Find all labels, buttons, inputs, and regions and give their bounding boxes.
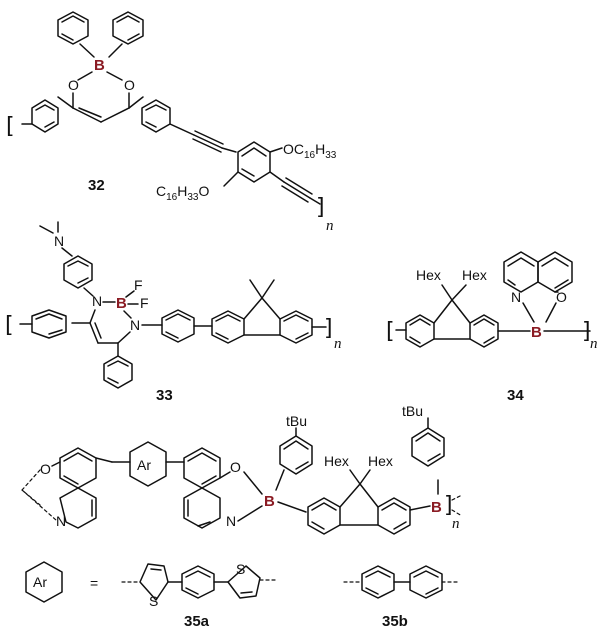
boron-atom: B <box>94 57 105 74</box>
oxygen-atom: O <box>124 77 135 93</box>
aminophenyl-ring <box>63 255 93 289</box>
bracket-left: [ <box>6 114 15 139</box>
quinoline-unit <box>503 251 573 293</box>
compound-35: O N Ar N O B <box>21 403 463 535</box>
boron-atom: B <box>116 295 127 312</box>
ar-symbol: Ar <box>137 457 151 473</box>
hexyl-group: Hex <box>416 267 441 283</box>
ar-hexagon <box>129 441 167 487</box>
option-35b <box>343 565 461 599</box>
tert-butyl-group: tBu <box>286 413 307 429</box>
sulfur-atom: S <box>149 593 158 609</box>
compound-label-33: 33 <box>156 387 173 404</box>
nitrogen-atom: N <box>56 513 66 529</box>
ar-definition: Ar = S S 35a <box>25 561 461 630</box>
c16h33o-group: C16H33O <box>156 183 210 203</box>
compound-label-35a: 35a <box>184 613 210 630</box>
sulfur-atom: S <box>236 561 245 577</box>
compound-label-32: 32 <box>88 177 105 194</box>
quinoline-unit <box>183 447 221 529</box>
bracket-left: [ <box>5 313 14 338</box>
phenylene-ring <box>181 565 215 599</box>
phenyl-ring <box>57 11 89 45</box>
bracket-right: ] <box>316 195 325 220</box>
hexyl-group: Hex <box>324 453 349 469</box>
phenyl-ring <box>103 355 133 389</box>
phenylene-ring <box>409 565 443 599</box>
fluorene-unit <box>405 299 499 348</box>
fluorine-atom: F <box>134 277 143 293</box>
bracket-right: ] <box>324 316 333 341</box>
repeat-index: n <box>334 336 342 352</box>
nitrogen-atom: N <box>92 293 102 309</box>
compound-34: [ Hex Hex B ] n N O <box>386 251 598 404</box>
phenyl-ring <box>112 11 144 45</box>
phenylene-ring <box>361 565 395 599</box>
tbu-phenyl-ring <box>411 427 445 467</box>
nitrogen-atom: N <box>511 289 521 305</box>
oxygen-atom: O <box>556 289 567 305</box>
repeat-index: n <box>590 336 598 352</box>
oxygen-atom: O <box>40 461 51 477</box>
oxygen-atom: O <box>68 77 79 93</box>
phenylene-ring <box>141 99 171 133</box>
compound-label-35b: 35b <box>382 613 408 630</box>
compound-32: B O O [ <box>6 11 337 234</box>
bracket-right: ] <box>444 493 453 518</box>
dialkoxybenzene-ring <box>237 141 271 183</box>
compound-33: N N B F F N <box>5 221 342 404</box>
thiophene-ring <box>227 565 261 599</box>
tert-butyl-group: tBu <box>402 403 423 419</box>
boron-atom: B <box>264 493 275 510</box>
fluorene-unit <box>307 483 411 535</box>
option-35a: S S <box>121 561 277 609</box>
ar-symbol: Ar <box>33 574 47 590</box>
oc16h33-group: OC16H33 <box>283 141 337 161</box>
nitrogen-atom: N <box>226 513 236 529</box>
thiophene-ring <box>139 563 169 601</box>
compound-label-34: 34 <box>507 387 524 404</box>
boron-atom: B <box>431 499 442 516</box>
phenylene-ring <box>31 309 67 339</box>
bracket-left: [ <box>386 319 395 344</box>
repeat-index: n <box>452 516 460 532</box>
fluorine-atom: F <box>140 295 149 311</box>
phenylene-ring <box>31 99 59 133</box>
bracket-right: ] <box>582 319 591 344</box>
hexyl-group: Hex <box>462 267 487 283</box>
repeat-index: n <box>326 218 334 234</box>
hexyl-group: Hex <box>368 453 393 469</box>
tbu-phenyl-ring <box>279 435 313 475</box>
equals-sign: = <box>90 575 98 591</box>
nitrogen-atom: N <box>130 317 140 333</box>
ar-hexagon <box>25 561 63 603</box>
phenylene-ring <box>161 309 195 343</box>
fluorene-unit <box>211 279 313 344</box>
nitrogen-atom: N <box>54 233 64 249</box>
boron-atom: B <box>531 324 542 341</box>
oxygen-atom: O <box>230 459 241 475</box>
